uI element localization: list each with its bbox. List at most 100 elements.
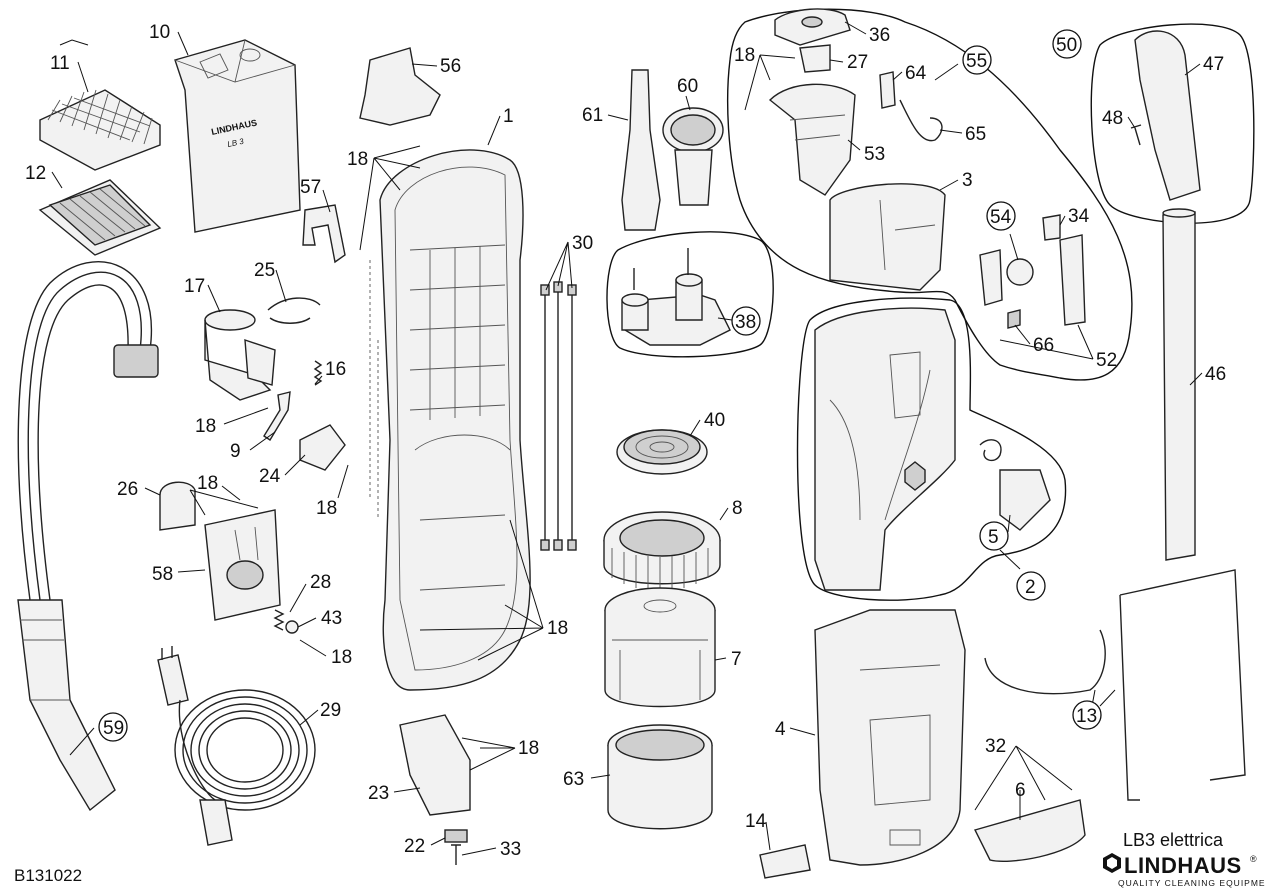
label-52: 52	[1096, 350, 1117, 371]
label-30: 30	[572, 233, 593, 254]
part-48-screw	[1130, 124, 1142, 146]
label-14: 14	[745, 811, 767, 832]
ring-54	[986, 201, 1016, 231]
group-outline-38	[606, 231, 774, 358]
label-58: 58	[152, 564, 173, 585]
label-18-left: 18	[195, 416, 216, 437]
label-12: 12	[25, 163, 46, 184]
label-23: 23	[368, 783, 389, 804]
part-25-clip	[267, 297, 321, 324]
label-18-top: 18	[347, 149, 368, 170]
part-3-upper-cover	[829, 183, 946, 291]
part-5-knob	[999, 469, 1051, 531]
label-9: 9	[230, 441, 241, 462]
ring-5	[979, 521, 1009, 551]
part-38-motor-mount	[621, 248, 731, 346]
brand-name: LINDHAUS	[1124, 853, 1242, 878]
label-47: 47	[1203, 54, 1224, 75]
part-52-bracket	[979, 234, 1086, 326]
label-54: 54	[990, 207, 1012, 228]
part-53-switch-housing	[768, 83, 856, 196]
part-28-spring	[273, 609, 285, 631]
label-27: 27	[847, 52, 868, 73]
ring-2	[1016, 571, 1046, 601]
label-53: 53	[864, 144, 885, 165]
part-1-main-body	[369, 149, 531, 691]
label-3: 3	[962, 170, 973, 191]
label-18-mid: 18	[316, 498, 337, 519]
part-number-labels: 10 11 12 59 17 25 57 56 1 18 16 18 9 24 …	[25, 22, 1226, 860]
label-4: 4	[775, 719, 786, 740]
part-9-lever	[263, 391, 291, 441]
label-50: 50	[1056, 35, 1077, 56]
label-25: 25	[254, 260, 275, 281]
part-46-handle-tube	[1162, 208, 1196, 561]
label-5: 5	[988, 527, 999, 548]
part-6-bumper	[973, 799, 1086, 862]
label-29: 29	[320, 700, 341, 721]
label-43: 43	[321, 608, 342, 629]
drawing-code: B131022	[14, 866, 82, 885]
part-56-handle-base	[359, 47, 441, 126]
part-22-pad	[444, 829, 468, 843]
label-18-low: 18	[331, 647, 352, 668]
part-7-motor	[604, 587, 716, 708]
label-18-body: 18	[547, 618, 568, 639]
label-57: 57	[300, 177, 321, 198]
label-18-switch: 18	[734, 45, 755, 66]
part-33-screw	[451, 844, 461, 865]
part-5-clip	[979, 439, 1002, 462]
part-26-cap	[159, 481, 196, 531]
ring-59	[98, 712, 128, 742]
ring-55	[962, 45, 992, 75]
ring-13	[1072, 700, 1102, 730]
part-58-rear-plate	[204, 509, 281, 621]
part-65-wire	[899, 99, 943, 142]
label-10: 10	[149, 22, 170, 43]
group-outline-50	[1090, 23, 1255, 224]
part-2-rear-cover	[814, 307, 956, 591]
label-66: 66	[1033, 335, 1054, 356]
part-24-latch	[299, 424, 346, 471]
part-59-hose	[17, 261, 159, 812]
label-32: 32	[985, 736, 1006, 757]
bag-model-print: LB 3	[227, 137, 246, 149]
label-34: 34	[1068, 206, 1090, 227]
label-28: 28	[310, 572, 331, 593]
label-22: 22	[404, 836, 425, 857]
label-61: 61	[582, 105, 603, 126]
label-17: 17	[184, 276, 205, 297]
label-7: 7	[731, 649, 742, 670]
label-60: 60	[677, 76, 698, 97]
part-64-plate	[879, 71, 896, 109]
label-13: 13	[1076, 706, 1097, 727]
part-29-power-cable	[157, 646, 316, 846]
part-47-handle-grip	[1134, 30, 1201, 201]
label-48: 48	[1102, 108, 1123, 129]
part-14-foot	[759, 844, 811, 879]
part-61-crevice-tool	[621, 69, 661, 231]
part-27-switch	[799, 44, 831, 73]
brand-tagline: QUALITY CLEANING EQUIPMENT	[1118, 878, 1266, 888]
part-57-bracket	[302, 204, 346, 264]
part-54-ring	[1006, 258, 1034, 286]
ring-38	[731, 306, 761, 336]
part-10-dust-bag: LINDHAUS LB 3	[174, 39, 301, 233]
leader-lines	[51, 21, 1203, 856]
part-40-filter-disc	[616, 429, 708, 475]
part-60-dusting-brush	[662, 107, 724, 206]
part-4-lower-body	[814, 609, 966, 866]
label-16: 16	[325, 359, 346, 380]
model-caption: LB3 elettrica	[1123, 830, 1224, 850]
part-66-switch-small	[1007, 309, 1021, 329]
label-11: 11	[50, 53, 70, 74]
label-56: 56	[440, 56, 461, 77]
label-18-socket: 18	[518, 738, 539, 759]
part-23-hose-socket	[399, 714, 471, 816]
label-55: 55	[966, 51, 987, 72]
label-46: 46	[1205, 364, 1226, 385]
part-11-grid-filter	[39, 89, 161, 171]
part-36-switch-top	[774, 8, 851, 46]
label-33: 33	[500, 839, 521, 860]
